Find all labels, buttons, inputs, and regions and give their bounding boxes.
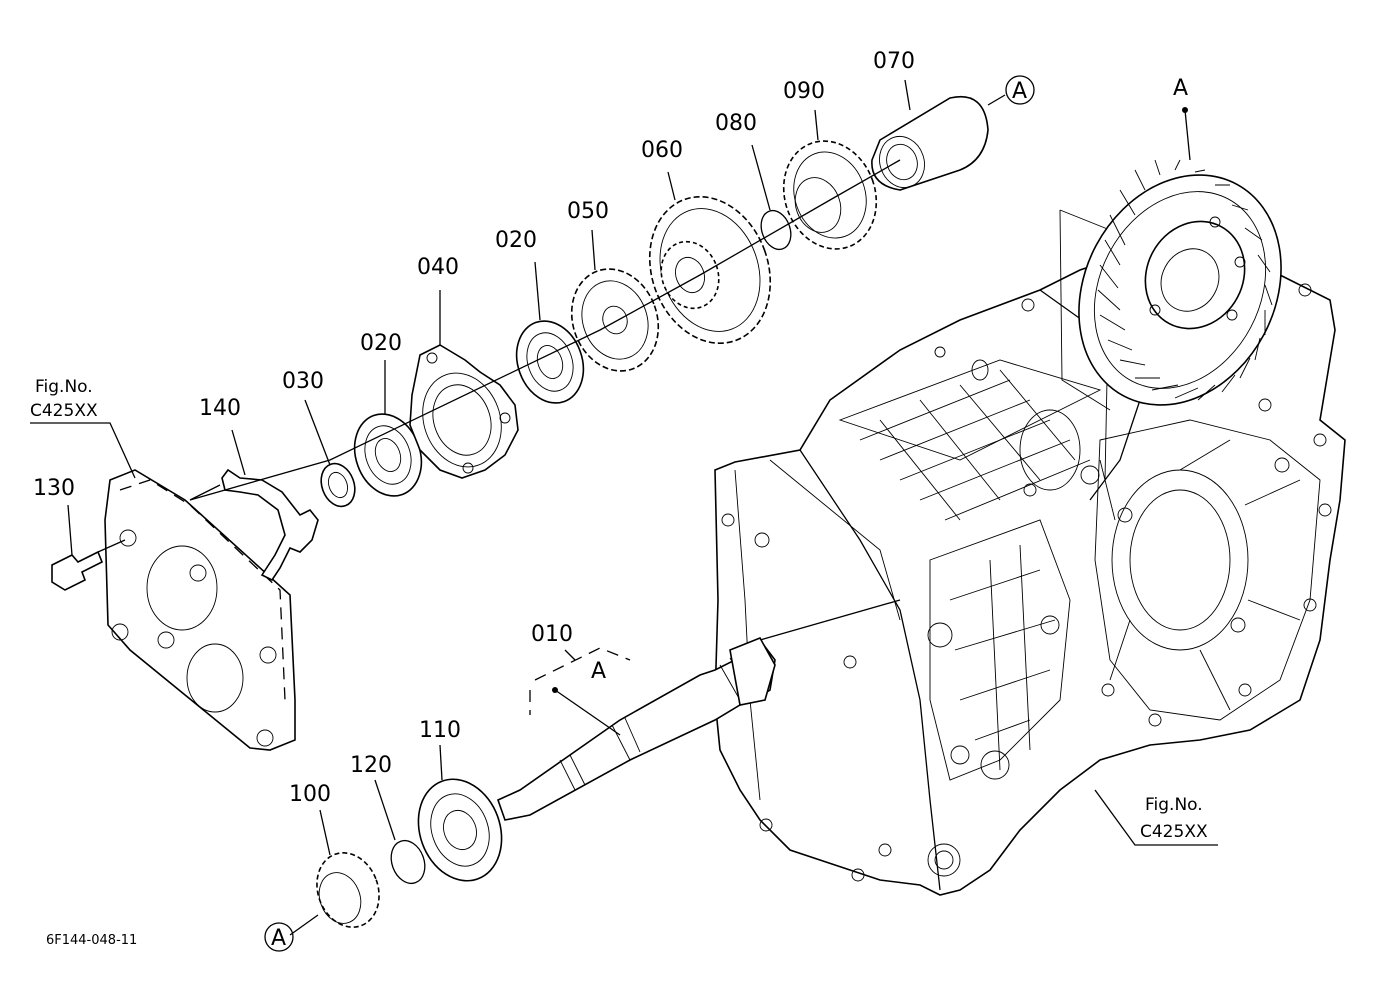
gear-090: [782, 109, 878, 250]
axis-line-lower: [759, 599, 901, 641]
bearing-110: [417, 744, 503, 882]
fig-ref-left-line2: C425XX: [30, 401, 98, 421]
ref-mark-bottom: A: [271, 926, 286, 951]
shaft-010: [497, 636, 776, 821]
ring-gear: [1078, 107, 1282, 406]
fig-ref-right-line2: C425XX: [1140, 822, 1208, 842]
collar-070: [871, 79, 1006, 191]
callout-070: 070: [873, 49, 915, 74]
callout-090: 090: [783, 79, 825, 104]
gasket-140: [189, 429, 319, 582]
axis-line-upper: [189, 159, 901, 501]
callout-110: 110: [419, 718, 461, 743]
drawing-code: 6F144-048-11: [46, 933, 137, 948]
ref-mark-ring-gear: A: [1173, 76, 1188, 101]
ref-mark-shaft: A: [591, 659, 606, 684]
fig-ref-right-leader: [1094, 789, 1218, 846]
cover-plate: [104, 469, 296, 751]
ref-circle-top: [1005, 75, 1035, 105]
snap-ring-080: [751, 144, 792, 251]
callout-060: 060: [641, 138, 683, 163]
callout-010: 010: [531, 622, 573, 647]
ref-mark-top: A: [1012, 79, 1027, 104]
fig-ref-right-line1: Fig.No.: [1145, 795, 1203, 815]
callout-140: 140: [199, 396, 241, 421]
callout-030: 030: [282, 369, 324, 394]
ref-circle-bottom: [264, 922, 294, 952]
transmission-case: [714, 209, 1346, 896]
snap-ring-120: [374, 779, 426, 885]
bearing-020-upper: [515, 261, 585, 404]
gear-100: [289, 809, 380, 936]
callout-100: 100: [289, 782, 331, 807]
callout-040: 040: [417, 255, 459, 280]
oil-seal-030: [304, 399, 356, 508]
callout-050: 050: [567, 199, 609, 224]
callout-120: 120: [350, 753, 392, 778]
bearing-holder-040: [409, 290, 519, 479]
callout-080: 080: [715, 111, 757, 136]
gear-050: [570, 229, 660, 372]
callout-130: 130: [33, 476, 75, 501]
callout-020-lower: 020: [360, 331, 402, 356]
fig-ref-left-line1: Fig.No.: [35, 377, 93, 397]
fig-ref-left-leader: [30, 422, 136, 479]
callout-020-upper: 020: [495, 228, 537, 253]
bolt-130: [51, 504, 126, 591]
